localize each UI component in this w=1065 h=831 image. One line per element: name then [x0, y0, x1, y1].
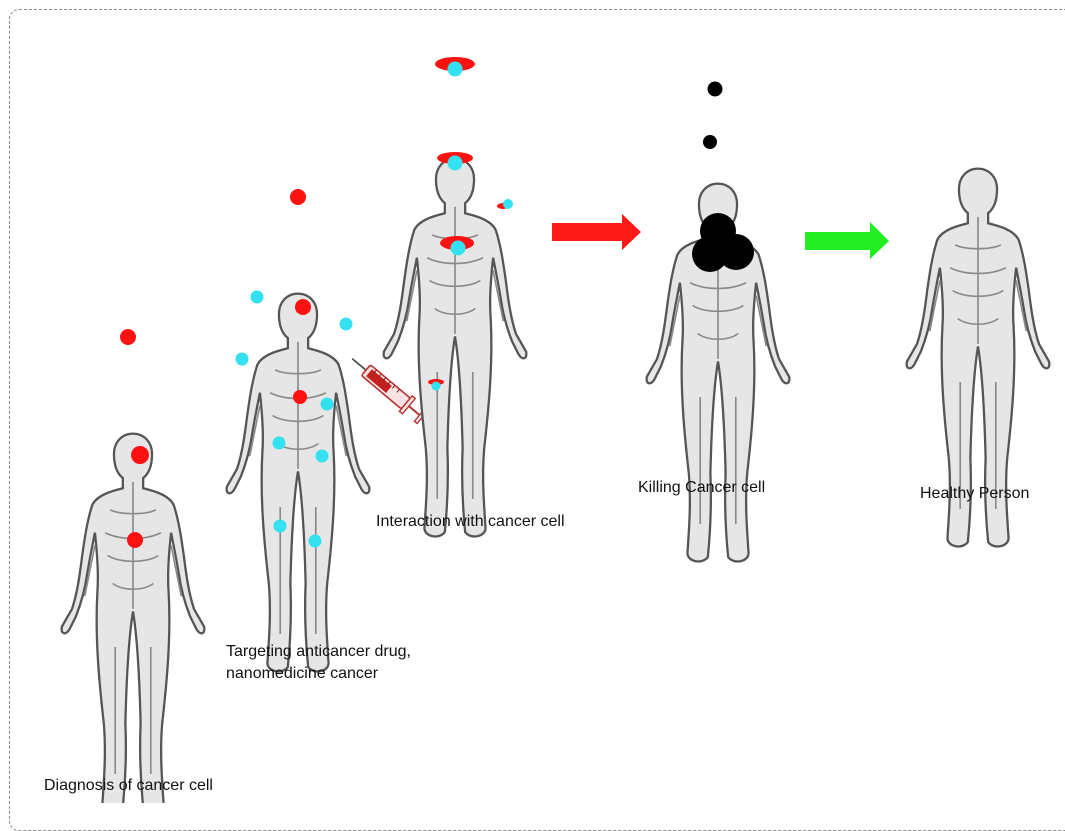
stage-label-targeting-line2: nanomedicine cancer [226, 664, 378, 684]
cancer-cell [295, 299, 311, 315]
cancer-cell [290, 189, 306, 205]
arrow-right-icon [552, 214, 641, 250]
dead-cancer-cell [708, 82, 723, 97]
cancer-cell [131, 446, 149, 464]
nanomedicine-particle [340, 318, 353, 331]
human-body-icon [62, 434, 205, 803]
dead-cancer-cell [703, 135, 717, 149]
syringe-icon [346, 351, 429, 425]
nanomedicine-particle [448, 156, 463, 171]
stage-label-healthy: Healthy Person [920, 484, 1029, 504]
human-body-icon [227, 294, 370, 672]
nanomedicine-particle [251, 291, 264, 304]
nanomedicine-particle [451, 241, 466, 256]
stage-label-interaction: Interaction with cancer cell [376, 512, 565, 532]
nanomedicine-particle [503, 199, 513, 209]
human-body-icon [384, 159, 527, 537]
stage-label-killing: Killing Cancer cell [638, 478, 765, 498]
nanomedicine-particle [432, 382, 441, 391]
nanomedicine-particle [448, 62, 463, 77]
treatment-diagram [0, 0, 1065, 803]
dead-cancer-cell-cluster [692, 213, 754, 272]
nanomedicine-particle [236, 353, 249, 366]
stage-label-targeting: Targeting anticancer drug, [226, 642, 411, 662]
nanomedicine-particle [274, 520, 287, 533]
cancer-cell [293, 390, 307, 404]
arrow-right-icon [805, 222, 889, 259]
stage-label-diagnosis: Diagnosis of cancer cell [44, 776, 213, 796]
nanomedicine-particle [309, 535, 322, 548]
nanomedicine-particle [316, 450, 329, 463]
nanomedicine-particle [321, 398, 334, 411]
cancer-cell [120, 329, 136, 345]
cancer-cell [127, 532, 143, 548]
nanomedicine-particle [273, 437, 286, 450]
